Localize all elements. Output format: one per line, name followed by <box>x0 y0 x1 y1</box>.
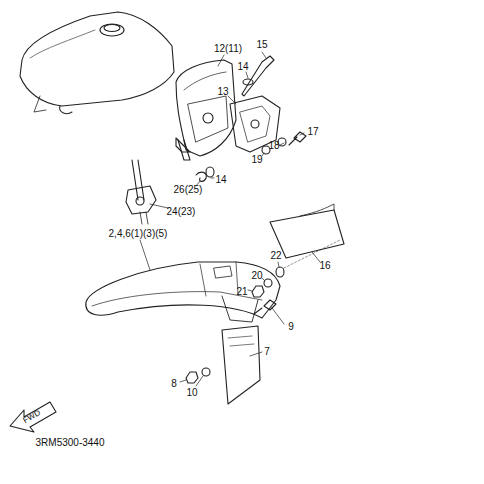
callout-number: 14 <box>214 174 227 186</box>
fwd-arrow <box>10 402 56 432</box>
washer <box>264 279 272 287</box>
washer <box>202 368 210 376</box>
mud-flap <box>222 326 260 404</box>
part-code: 3RM5300-3440 <box>35 437 106 449</box>
collar <box>276 267 284 277</box>
bolt <box>289 132 306 145</box>
callout-number: 15 <box>255 39 268 51</box>
callout-number: 9 <box>287 321 295 333</box>
nut <box>252 286 264 297</box>
hose-clip <box>196 172 206 181</box>
callout-number: 10 <box>185 387 198 399</box>
callout-number: 21 <box>235 286 248 298</box>
bolt <box>254 300 276 314</box>
callout-number: 16 <box>318 260 331 272</box>
callout-number: 22 <box>269 250 282 262</box>
callout-number: 17 <box>306 126 319 138</box>
grommet <box>206 167 214 177</box>
callout-number: 24(23) <box>166 206 197 218</box>
callout-number: 8 <box>170 378 178 390</box>
fuel-tank <box>20 12 174 114</box>
callout-number: 13 <box>216 86 229 98</box>
plate-bracket <box>230 96 280 152</box>
callout-number: 20 <box>250 270 263 282</box>
nut <box>186 372 198 383</box>
callout-number: 19 <box>250 154 263 166</box>
front-fender <box>86 262 280 322</box>
callout-number: 18 <box>267 140 280 152</box>
callout-number: 14 <box>236 61 249 73</box>
callout-number: 2,4,6(1)(3)(5) <box>108 228 169 240</box>
headlight-cover <box>176 60 236 156</box>
callout-number: 7 <box>263 346 271 358</box>
callout-number: 26(25) <box>173 184 204 196</box>
callout-number: 12(11) <box>213 43 243 55</box>
leader-lines <box>140 52 320 386</box>
